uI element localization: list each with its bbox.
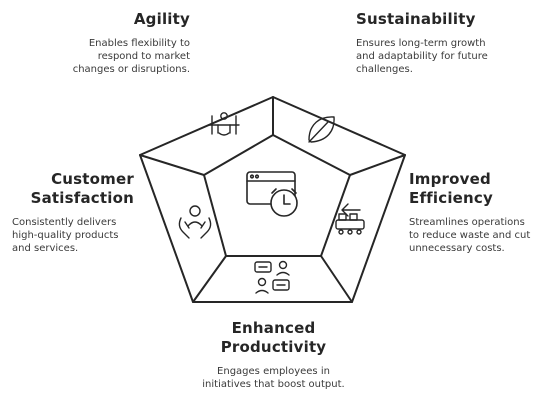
people-chat-icon — [254, 260, 290, 294]
agility-title: Agility — [133, 10, 190, 28]
outer-pentagon — [139, 96, 406, 303]
browser-clock-icon — [246, 171, 298, 217]
productivity-title: Enhanced Productivity — [196, 319, 351, 357]
leaf-icon — [308, 116, 335, 143]
spoke-right — [349, 154, 406, 176]
spoke-bottom-right — [320, 255, 353, 303]
segment-satisfaction: Customer Satisfaction Consistently deliv… — [12, 170, 134, 255]
conveyor-icon — [335, 203, 365, 235]
sustainability-title: Sustainability — [356, 10, 476, 28]
productivity-title-line-1: Enhanced — [231, 319, 316, 337]
productivity-description: Engages employees in initiatives that bo… — [202, 366, 345, 390]
satisfaction-title-line-2: Satisfaction — [30, 189, 134, 207]
spoke-left — [139, 154, 205, 176]
hands-person-icon — [178, 205, 212, 239]
segment-agility: Agility Enables flexibility to respond t… — [60, 10, 190, 76]
spoke-bottom-left — [192, 255, 227, 303]
segment-efficiency: Improved Efficiency Streamlines operatio… — [409, 170, 534, 255]
productivity-title-line-2: Productivity — [220, 338, 327, 356]
efficiency-title: Improved Efficiency — [409, 170, 534, 208]
inner-pentagon — [203, 134, 351, 257]
efficiency-title-line-1: Improved — [409, 170, 491, 188]
satisfaction-title: Customer Satisfaction — [12, 170, 134, 208]
sustainability-description: Ensures long-term growth and adaptabilit… — [356, 38, 488, 75]
agility-description: Enables flexibility to respond to market… — [72, 38, 190, 75]
satisfaction-description: Consistently delivers high-quality produ… — [12, 217, 119, 254]
segment-sustainability: Sustainability Ensures long-term growth … — [356, 10, 506, 76]
segment-productivity: Enhanced Productivity Engages employees … — [196, 319, 351, 391]
efficiency-title-line-2: Efficiency — [409, 189, 493, 207]
satisfaction-title-line-1: Customer — [51, 170, 134, 188]
efficiency-description: Streamlines operations to reduce waste a… — [409, 217, 531, 254]
person-on-bars-icon — [208, 112, 240, 136]
